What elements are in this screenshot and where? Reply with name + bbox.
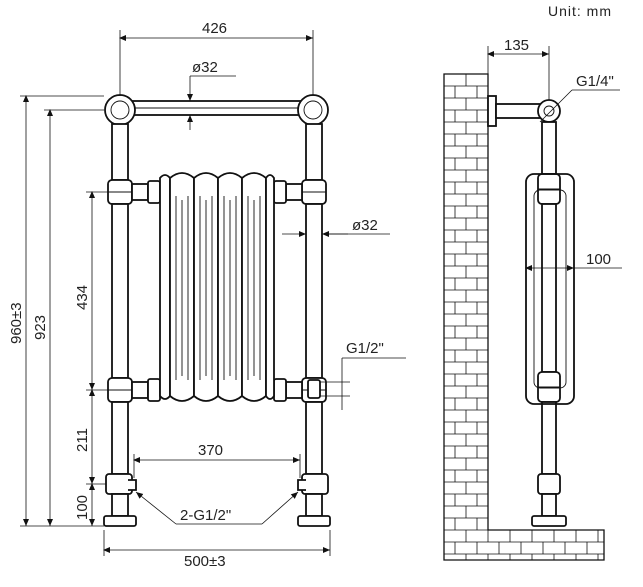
side-radiator xyxy=(525,173,575,405)
top-left-elbow xyxy=(104,94,136,126)
dim-foot-height: 100 xyxy=(74,495,91,520)
dim-column-diameter: ø32 xyxy=(352,217,378,234)
dim-wall-offset: 135 xyxy=(504,37,529,54)
unit-label: Unit: mm xyxy=(548,3,612,19)
dim-depth: 100 xyxy=(586,251,611,268)
right-column xyxy=(297,123,331,527)
lower-connectors xyxy=(131,378,303,402)
brick-wall xyxy=(443,73,605,561)
dim-inner-height: 923 xyxy=(32,315,49,340)
dim-inlet-thread: 2-G1/2" xyxy=(180,507,231,524)
dim-base-width: 500±3 xyxy=(184,553,226,570)
side-view: 135 G1/4" 100 xyxy=(443,37,622,561)
front-view: 426 ø32 ø32 960±3 923 434 211 100 xyxy=(8,20,406,570)
top-right-elbow xyxy=(297,94,329,126)
dim-side-thread: G1/2" xyxy=(346,340,384,357)
side-column xyxy=(531,121,567,527)
wall-bracket xyxy=(487,95,561,127)
dim-lower-height: 211 xyxy=(74,428,91,452)
dim-overall-height: 960±3 xyxy=(8,302,25,344)
dim-top-width: 426 xyxy=(202,20,227,37)
dim-inlet-spacing: 370 xyxy=(198,442,223,459)
top-rail xyxy=(117,100,307,116)
dim-radiator-height: 434 xyxy=(74,285,91,310)
dim-top-rail-diameter: ø32 xyxy=(192,59,218,76)
inlet-valves xyxy=(128,479,306,491)
left-column xyxy=(103,123,137,527)
dim-top-thread: G1/4" xyxy=(576,73,614,90)
radiator-sections xyxy=(159,172,275,402)
